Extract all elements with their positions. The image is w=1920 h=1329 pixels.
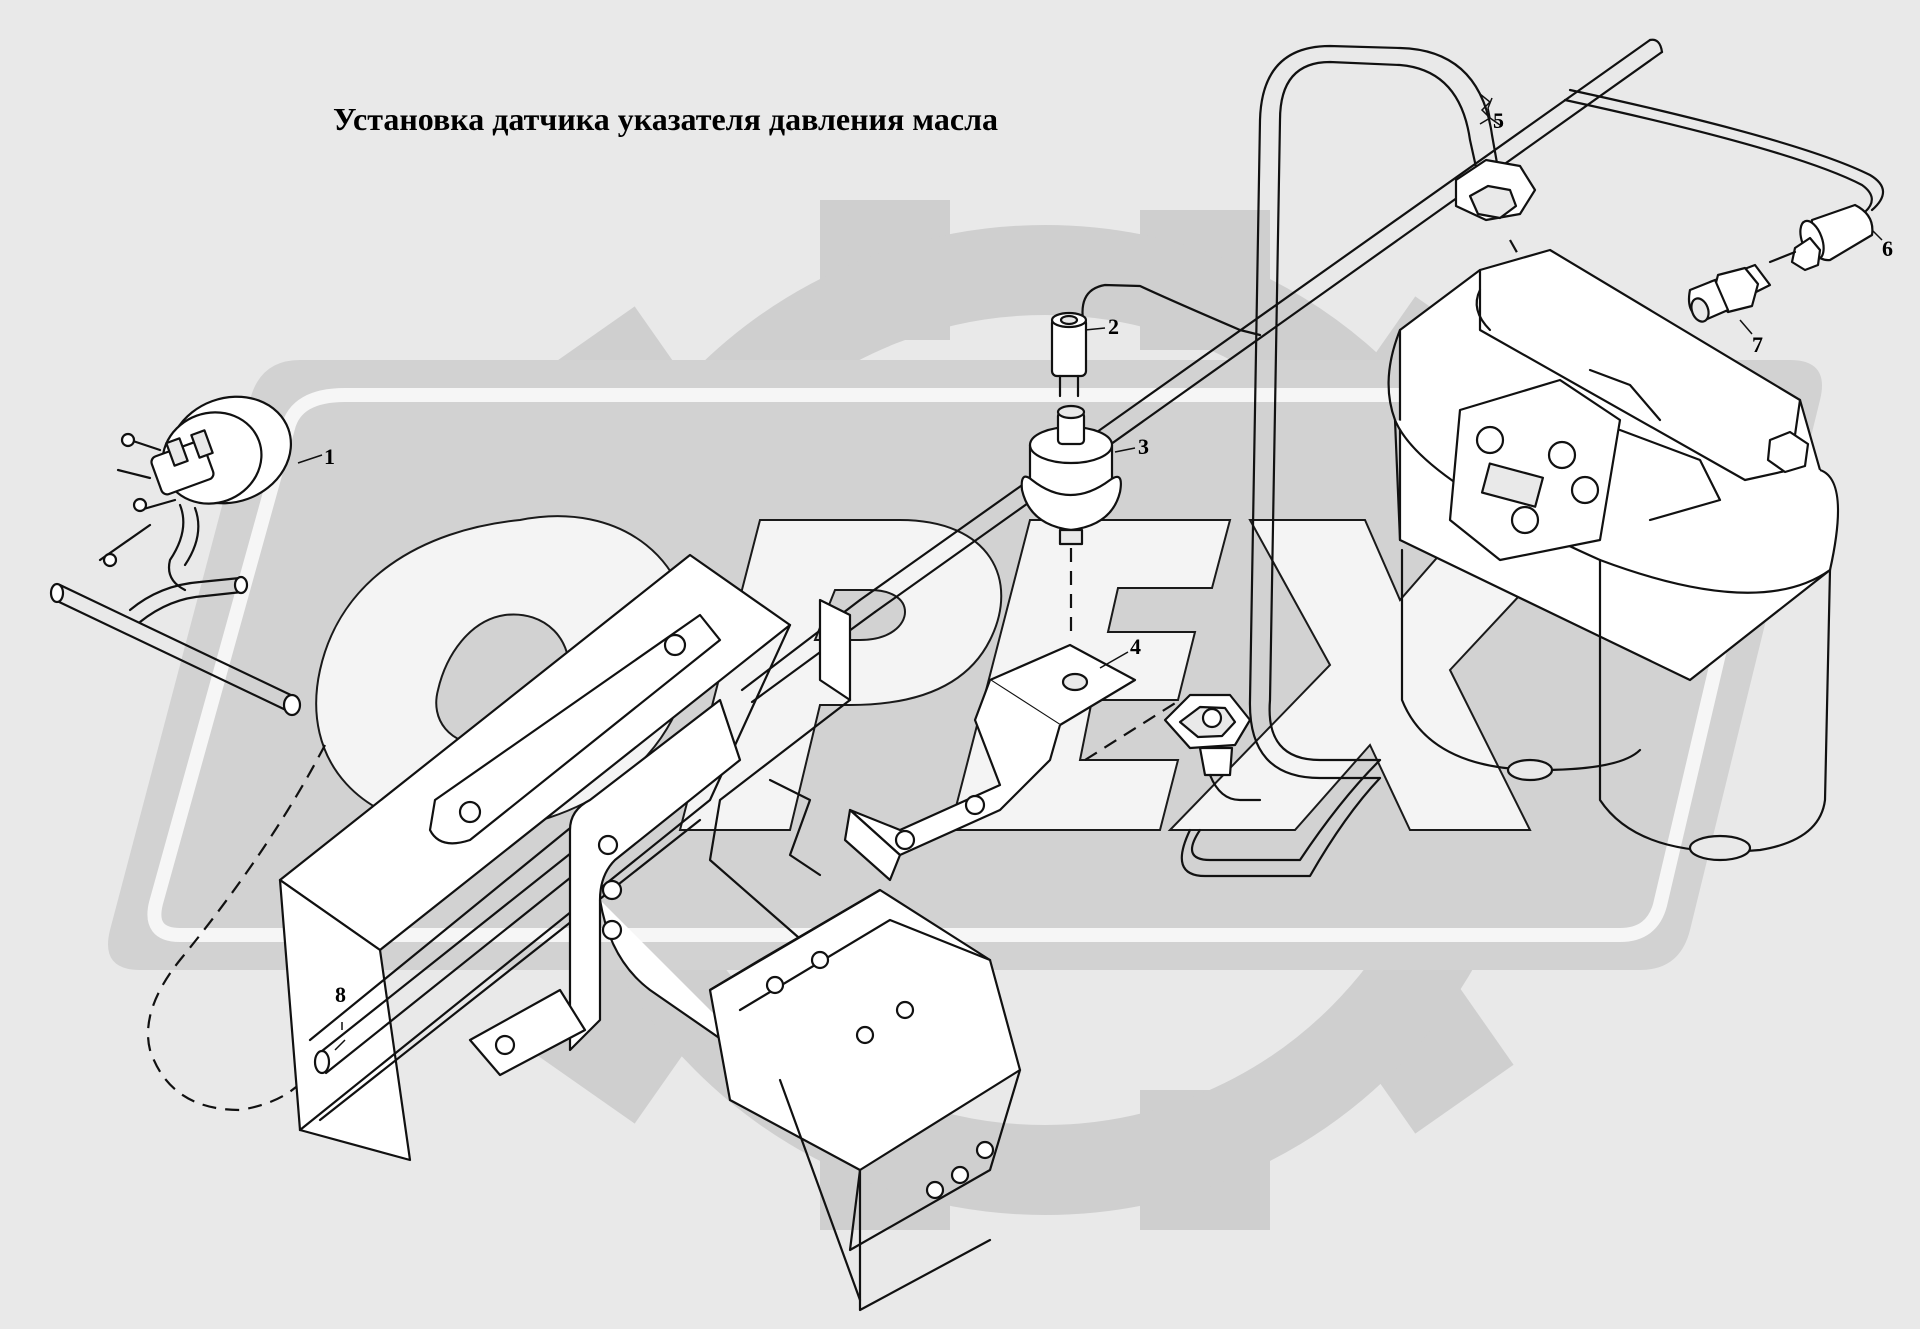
part-7-sender bbox=[1687, 250, 1797, 323]
callout-7: 7 bbox=[1752, 332, 1763, 357]
part-2-connector bbox=[1050, 283, 1262, 398]
callout-4: 4 bbox=[1130, 634, 1141, 659]
part-4-bracket bbox=[843, 643, 1181, 882]
callout-5: 5 bbox=[1493, 108, 1504, 133]
part-3-pressure-sensor bbox=[1020, 404, 1122, 640]
callout-3: 3 bbox=[1138, 434, 1149, 459]
main-pipe bbox=[740, 38, 1664, 704]
part-1-pressure-gauge bbox=[98, 395, 293, 592]
oil-filter-housing bbox=[1387, 248, 1840, 862]
callout-8: 8 bbox=[335, 982, 346, 1007]
part-6-sleeve bbox=[1563, 88, 1885, 272]
callouts: 1 2 3 4 5 6 7 8 bbox=[297, 93, 1893, 1051]
frame-cross-member bbox=[278, 553, 1022, 1312]
part-5-oil-pipe bbox=[1180, 44, 1537, 878]
wire-harness bbox=[49, 575, 326, 1112]
callout-2: 2 bbox=[1108, 314, 1119, 339]
union-fitting bbox=[1163, 693, 1262, 802]
callout-6: 6 bbox=[1882, 236, 1893, 261]
callout-1: 1 bbox=[324, 444, 335, 469]
diagram-title: Установка датчика указателя давления мас… bbox=[333, 101, 998, 137]
